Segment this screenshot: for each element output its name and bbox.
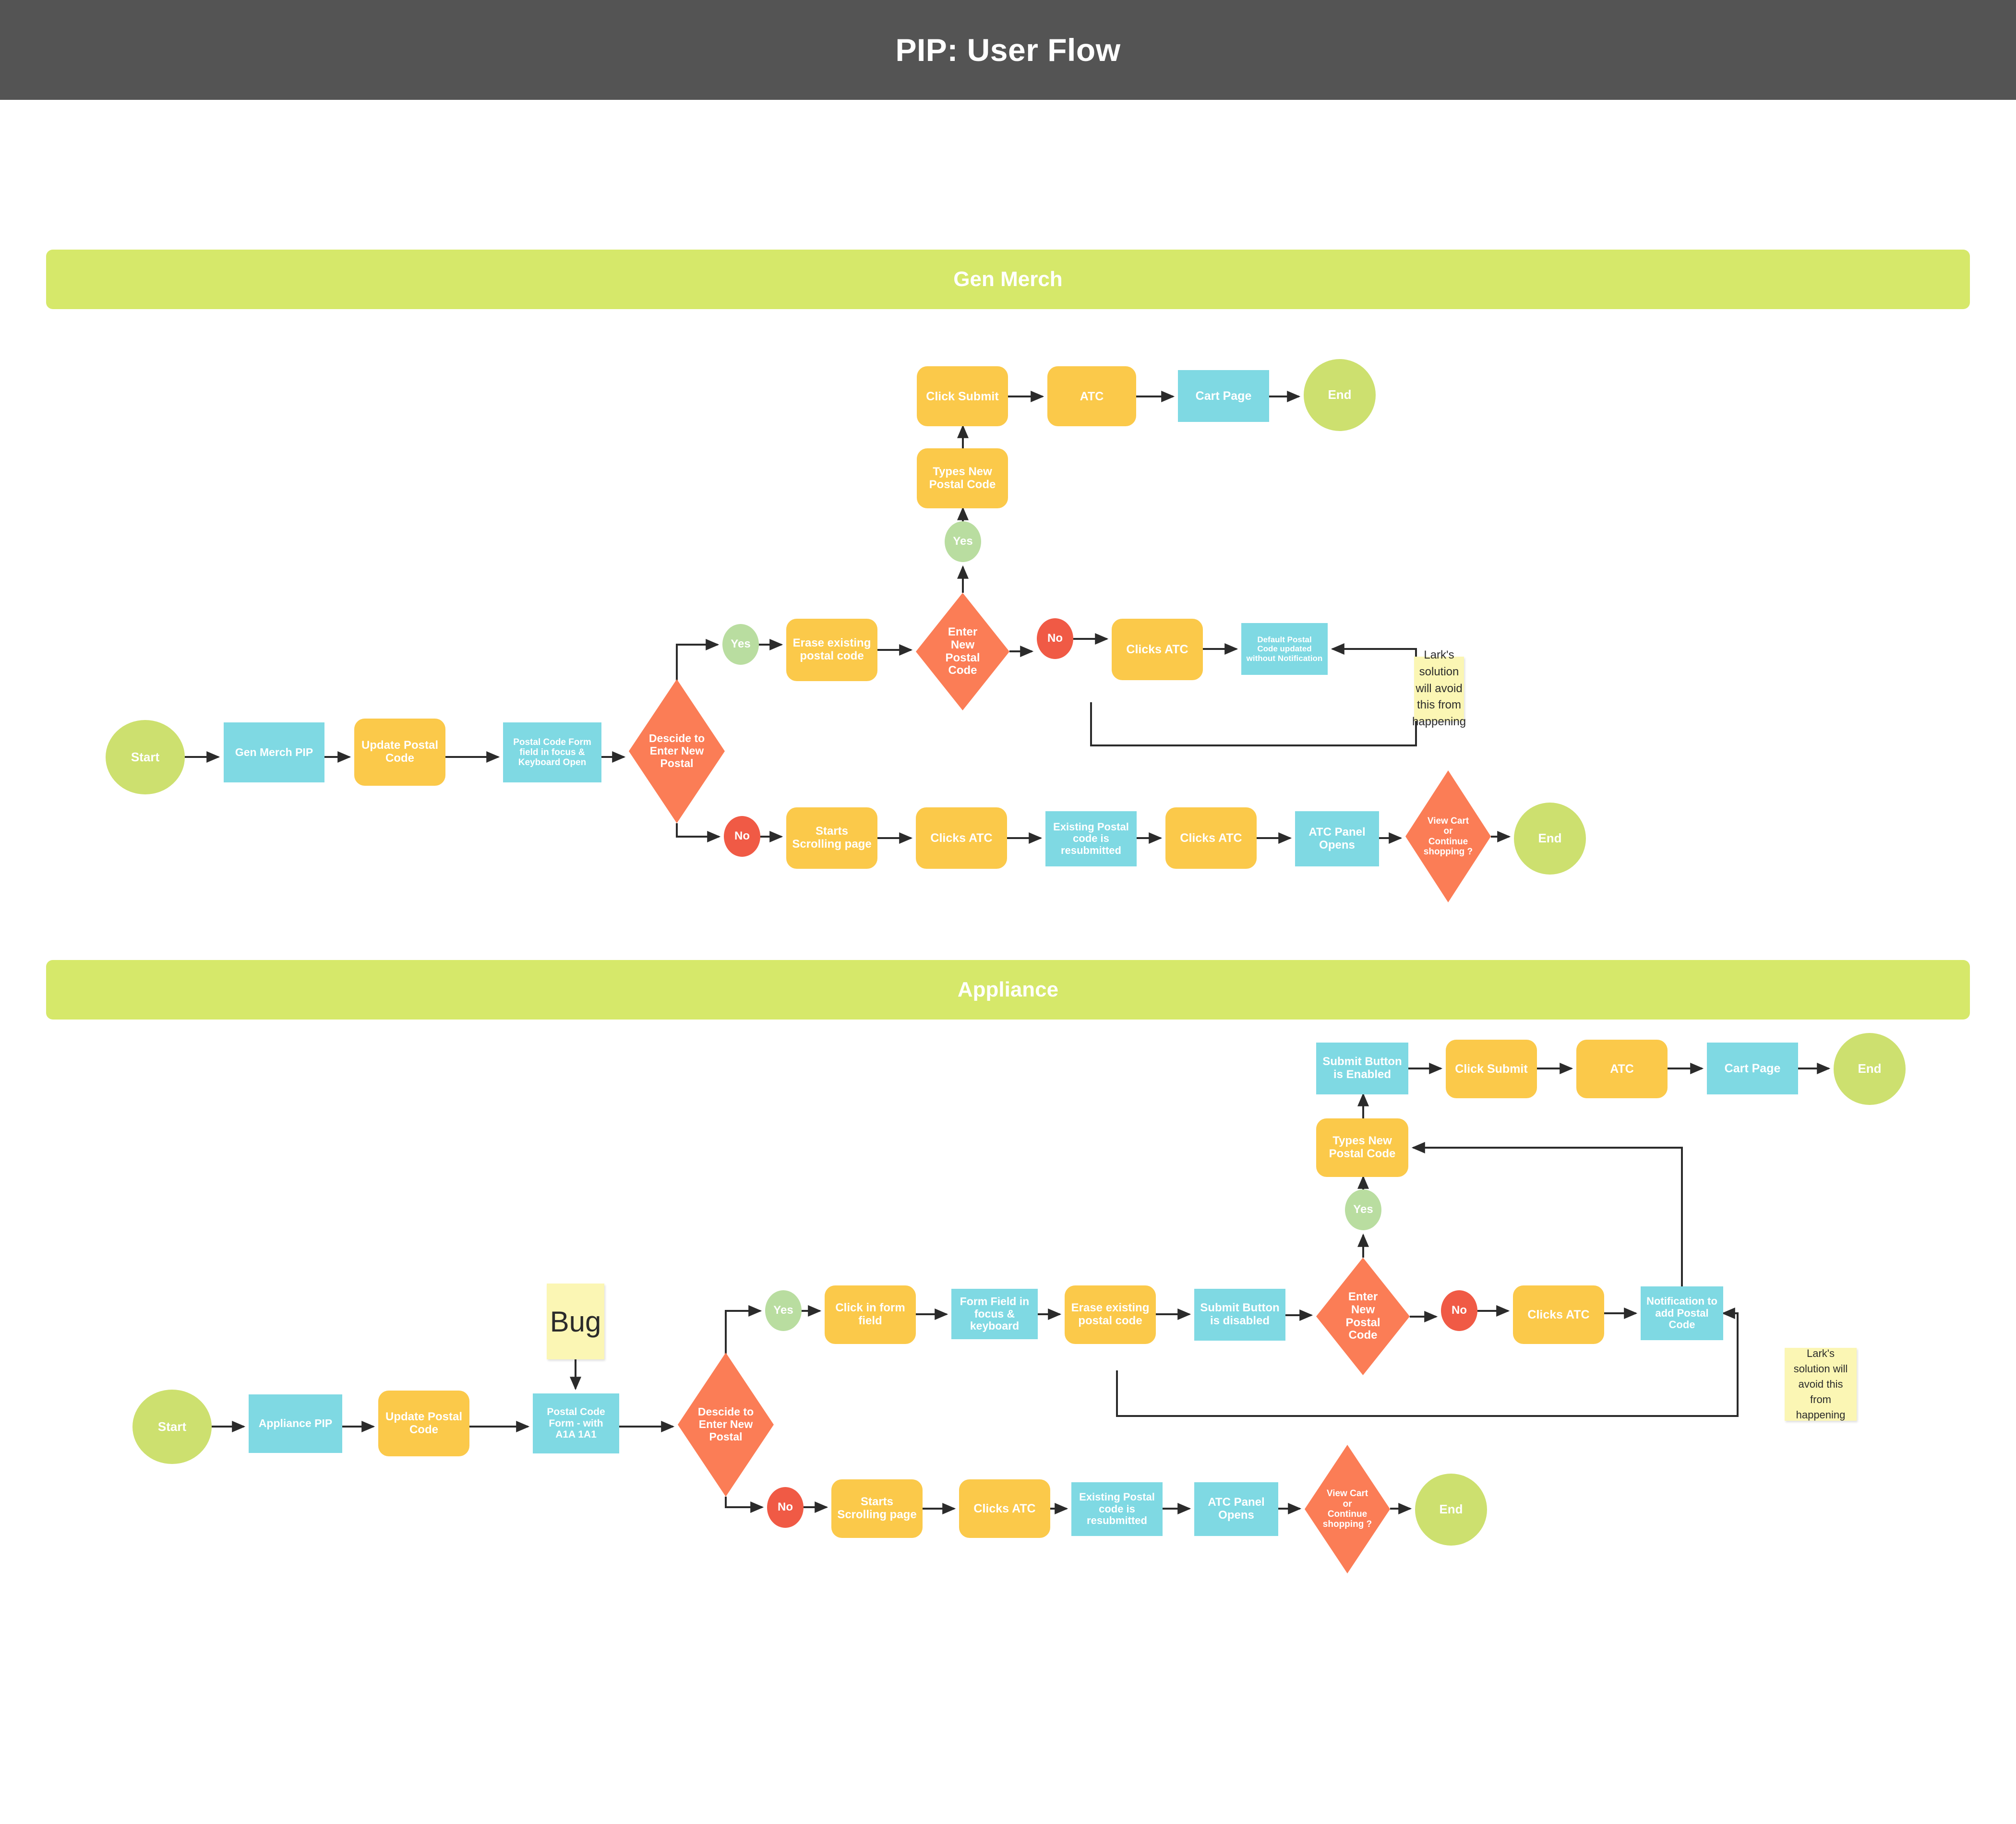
node-clicks-atc-lower-2[interactable]	[1165, 807, 1257, 869]
node-click-submit-appliance[interactable]	[1446, 1040, 1537, 1098]
node-atc-panel-opens[interactable]	[1295, 811, 1379, 866]
edge-decide-to-yes-appliance	[725, 1305, 762, 1365]
node-existing-postal-code-resubmitted-appliance[interactable]	[1071, 1482, 1163, 1536]
node-types-new-postal-code-appliance[interactable]	[1316, 1118, 1408, 1177]
node-submit-button-is-enabled[interactable]	[1316, 1043, 1408, 1094]
sticky-note-bug[interactable]: Bug	[547, 1284, 604, 1359]
decision-view-cart-or-continue[interactable]	[1405, 770, 1491, 902]
edge-default-loop-back	[1090, 643, 1417, 746]
node-submit-button-is-disabled[interactable]	[1194, 1289, 1285, 1341]
node-erase-existing-postal-code-appliance[interactable]	[1065, 1285, 1156, 1344]
node-form-field-in-focus-keyboard[interactable]	[951, 1289, 1038, 1339]
connector-label-yes-appliance[interactable]	[765, 1290, 802, 1331]
node-clicks-atc-lower-appliance[interactable]	[959, 1479, 1050, 1538]
connector-label-no-enter-postal-appliance[interactable]	[1441, 1290, 1477, 1331]
node-update-postal-code[interactable]	[354, 719, 445, 786]
node-update-postal-code-appliance[interactable]	[378, 1391, 469, 1456]
node-postal-code-form-in-focus[interactable]	[503, 722, 601, 782]
page-title: PIP: User Flow	[895, 32, 1121, 68]
edge-notify-up-to-types	[1411, 1142, 1683, 1286]
node-types-new-postal-code[interactable]	[917, 448, 1008, 508]
connector-label-no-descide[interactable]	[724, 816, 760, 857]
edge-notify-loop-back	[1116, 1308, 1739, 1417]
section-band-label: Gen Merch	[953, 267, 1063, 291]
node-atc[interactable]	[1047, 366, 1136, 426]
sticky-note-larks-solution-gen-merch-text: Lark's solution will avoid this from hap…	[1412, 648, 1466, 729]
connector-label-yes-gen-merch[interactable]	[722, 624, 759, 665]
sticky-note-larks-solution-gen-merch[interactable]: Lark's solution will avoid this from hap…	[1412, 648, 1466, 729]
page-title-bar: PIP: User Flow	[0, 0, 2016, 100]
sticky-note-larks-solution-appliance-text: Lark's solution will avoid this from hap…	[1793, 1347, 1848, 1421]
node-clicks-atc-lower-1[interactable]	[916, 807, 1007, 869]
node-atc-appliance[interactable]	[1576, 1040, 1668, 1098]
node-click-in-form-field[interactable]	[825, 1285, 916, 1344]
edge-decide-to-no2-appliance	[725, 1497, 764, 1513]
node-cart-page-appliance[interactable]	[1707, 1043, 1798, 1094]
sticky-note-larks-solution-appliance[interactable]: Lark's solution will avoid this from hap…	[1785, 1347, 1857, 1421]
node-default-postal-code-updated[interactable]	[1241, 623, 1328, 675]
node-cart-page[interactable]	[1178, 370, 1269, 422]
node-end-upper-gen-merch[interactable]	[1304, 359, 1376, 431]
connector-label-yes-enter-postal[interactable]	[945, 521, 981, 562]
node-gen-merch-pip[interactable]	[224, 722, 324, 782]
node-clicks-atc-upper[interactable]	[1112, 619, 1203, 680]
node-notification-to-add-postal-code[interactable]	[1641, 1286, 1723, 1340]
sticky-note-bug-text: Bug	[550, 1305, 601, 1338]
connector-label-yes-enter-postal-appliance[interactable]	[1345, 1189, 1381, 1230]
decision-descide-to-enter-new-postal[interactable]	[629, 679, 725, 823]
decision-view-cart-or-continue-appliance[interactable]	[1305, 1445, 1390, 1573]
node-starts-scrolling-page[interactable]	[786, 807, 877, 869]
node-click-submit[interactable]	[917, 366, 1008, 426]
section-band-label: Appliance	[957, 978, 1059, 1001]
node-layer	[106, 359, 1906, 1573]
edge-layer	[185, 391, 1831, 1514]
node-atc-panel-opens-appliance[interactable]	[1194, 1482, 1278, 1536]
node-erase-existing-postal-code[interactable]	[786, 619, 877, 681]
node-start-gen-merch[interactable]	[106, 720, 185, 794]
node-appliance-pip[interactable]	[249, 1394, 342, 1453]
connector-label-no-enter-postal[interactable]	[1037, 618, 1073, 659]
section-band-appliance: Appliance	[46, 960, 1970, 1020]
node-end-upper-appliance[interactable]	[1834, 1033, 1906, 1105]
edge-decide-to-yes	[676, 639, 720, 691]
node-start-appliance[interactable]	[132, 1390, 212, 1464]
section-band-gen-merch: Gen Merch	[46, 250, 1970, 309]
node-postal-code-form-a1a-1a1[interactable]	[533, 1393, 619, 1453]
edge-decide-to-no2	[676, 823, 721, 842]
decision-enter-new-postal-code[interactable]	[916, 593, 1009, 710]
connector-label-no-descide-appliance[interactable]	[767, 1487, 804, 1528]
decision-descide-to-enter-new-postal-appliance[interactable]	[678, 1353, 774, 1497]
node-starts-scrolling-page-appliance[interactable]	[831, 1479, 923, 1538]
decision-enter-new-postal-code-appliance[interactable]	[1316, 1258, 1410, 1375]
node-existing-postal-code-resubmitted[interactable]	[1045, 811, 1137, 866]
node-end-lower-gen-merch[interactable]	[1514, 803, 1586, 875]
node-end-lower-appliance[interactable]	[1415, 1474, 1487, 1546]
node-clicks-atc-upper-appliance[interactable]	[1513, 1285, 1604, 1344]
